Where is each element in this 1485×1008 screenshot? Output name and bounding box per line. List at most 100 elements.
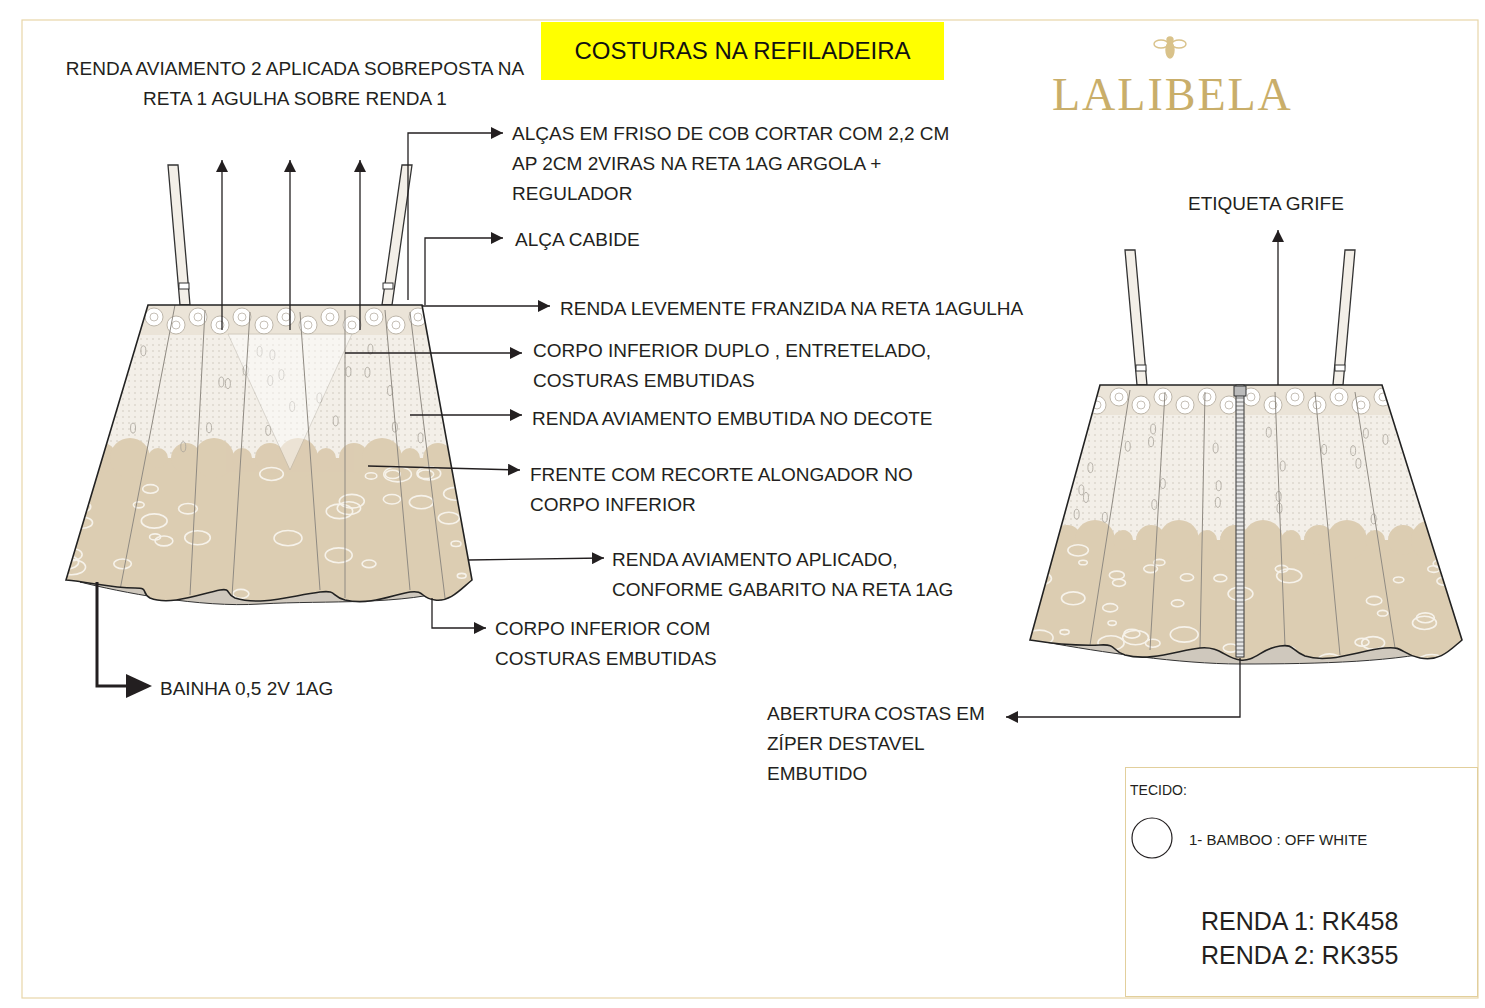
lace-scallop bbox=[1449, 530, 1469, 550]
lace-scallop bbox=[1197, 530, 1217, 550]
lace-motif bbox=[1023, 589, 1040, 599]
zipper-tooth bbox=[1236, 618, 1244, 619]
zipper bbox=[1236, 385, 1244, 657]
front-view bbox=[54, 165, 486, 621]
lace-sprig bbox=[452, 347, 457, 357]
lace-rose bbox=[1154, 388, 1172, 406]
lace-sprig bbox=[1280, 461, 1285, 471]
zipper-tooth bbox=[1236, 526, 1244, 527]
lace-rose bbox=[414, 313, 422, 321]
lace-sprig bbox=[65, 430, 70, 440]
lace-rose bbox=[1071, 393, 1079, 401]
lace-motif bbox=[260, 467, 284, 480]
lace-sprig bbox=[333, 416, 338, 426]
zipper-tooth bbox=[1236, 466, 1244, 467]
lace-sprig bbox=[1464, 449, 1469, 459]
lace-motif bbox=[141, 514, 167, 528]
zipper-tooth bbox=[1236, 398, 1244, 399]
lace-scallop bbox=[362, 438, 402, 478]
fold-line bbox=[1200, 392, 1205, 648]
zipper-tooth bbox=[1236, 534, 1244, 535]
fold-line bbox=[1355, 392, 1395, 648]
lace-motif bbox=[1362, 637, 1385, 650]
leader-line bbox=[345, 352, 522, 353]
lace-sprig bbox=[1036, 475, 1041, 485]
zipper-tooth bbox=[1236, 498, 1244, 499]
lace-motif bbox=[143, 485, 159, 494]
lace-rose bbox=[1220, 396, 1238, 414]
lace-rose bbox=[216, 321, 224, 329]
fold-line bbox=[1090, 390, 1130, 645]
callout-note: RENDA AVIAMENTO APLICADO, CONFORME GABAR… bbox=[612, 545, 1012, 605]
lace-rose bbox=[458, 313, 466, 321]
lace-rose bbox=[343, 316, 361, 334]
lace-motif bbox=[1214, 575, 1227, 582]
lace-rose bbox=[304, 321, 312, 329]
lace-motif bbox=[1283, 647, 1295, 653]
zipper-tooth bbox=[1236, 454, 1244, 455]
lace-rose bbox=[431, 316, 449, 334]
title-band bbox=[541, 22, 944, 80]
zipper-tooth bbox=[1236, 446, 1244, 447]
lace-sprig bbox=[1397, 423, 1402, 433]
zipper-tooth bbox=[1236, 614, 1244, 615]
lace-rose bbox=[145, 308, 163, 326]
lace-motif bbox=[114, 559, 132, 569]
strap-regulator bbox=[179, 283, 189, 289]
zipper-tooth bbox=[1236, 638, 1244, 639]
lace-motif bbox=[365, 607, 385, 618]
lace-rose bbox=[326, 313, 334, 321]
lace-motif bbox=[1366, 596, 1381, 605]
lace-rose bbox=[1022, 388, 1040, 406]
lace-motif bbox=[1433, 560, 1448, 568]
arrowhead bbox=[126, 674, 152, 698]
zipper-tooth bbox=[1236, 574, 1244, 575]
lace-rose bbox=[84, 321, 92, 329]
lace-rose bbox=[1264, 396, 1282, 414]
strap-regulator bbox=[1335, 365, 1345, 371]
lace-motif bbox=[418, 470, 434, 479]
lace-motif bbox=[1428, 566, 1440, 573]
lace-sprig bbox=[103, 401, 108, 411]
lace-motif bbox=[438, 512, 459, 524]
lace-motif bbox=[59, 548, 82, 561]
leader-line bbox=[359, 160, 360, 330]
zipper-tooth bbox=[1236, 418, 1244, 419]
lace-motif bbox=[365, 473, 377, 479]
lace-motif bbox=[1079, 560, 1087, 565]
lace-rose bbox=[1418, 388, 1436, 406]
lace-motif bbox=[1108, 621, 1116, 626]
lace-rose bbox=[1247, 393, 1255, 401]
leader-line bbox=[221, 160, 222, 330]
zipper-tooth bbox=[1236, 438, 1244, 439]
zipper-tooth bbox=[1236, 450, 1244, 451]
zipper-tooth bbox=[1236, 482, 1244, 483]
lace-sprig bbox=[1266, 427, 1271, 437]
zipper-tooth bbox=[1236, 558, 1244, 559]
zipper-tooth bbox=[1236, 546, 1244, 547]
lace-sprig bbox=[418, 433, 423, 443]
lace-sprig bbox=[1383, 434, 1388, 444]
lace-motif bbox=[1418, 655, 1446, 670]
zipper-tooth bbox=[1236, 542, 1244, 543]
fold-line bbox=[120, 305, 175, 590]
lace-motif bbox=[150, 534, 161, 540]
lace-rose bbox=[106, 313, 114, 321]
lace-motif bbox=[1113, 579, 1126, 586]
lace-rose bbox=[1115, 393, 1123, 401]
lace-motif bbox=[176, 604, 195, 614]
lace-sprig bbox=[1215, 497, 1220, 507]
zipper-tooth bbox=[1236, 650, 1244, 651]
leader-line bbox=[408, 133, 503, 300]
lace-motif bbox=[457, 573, 466, 578]
zipper-tooth bbox=[1236, 490, 1244, 491]
zipper-tooth bbox=[1236, 578, 1244, 579]
lace-rose bbox=[282, 313, 290, 321]
lace-sprig bbox=[1451, 463, 1456, 473]
lace-band bbox=[60, 458, 480, 620]
lace-rose bbox=[453, 308, 471, 326]
zipper-tooth bbox=[1236, 430, 1244, 431]
zipper-tooth bbox=[1236, 634, 1244, 635]
lace-motif bbox=[383, 494, 400, 503]
brand-logo: LALIBELA bbox=[1052, 70, 1293, 121]
